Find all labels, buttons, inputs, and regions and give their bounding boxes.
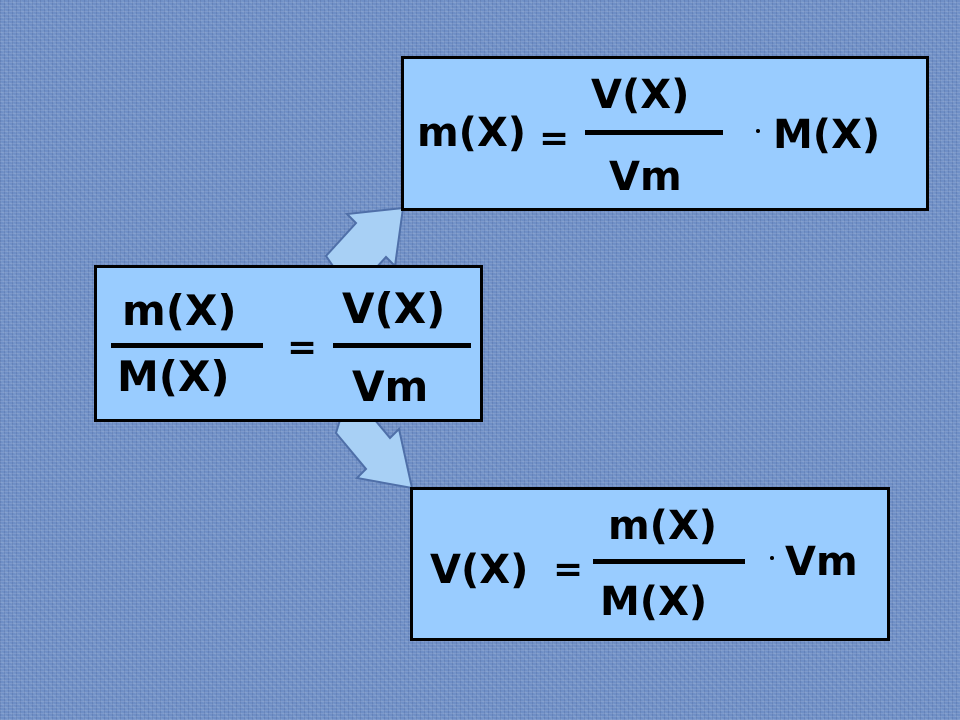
left-fraction-bar [111, 343, 263, 348]
right-denominator: Vm [352, 362, 429, 411]
fraction-numerator: m(X) [608, 503, 718, 549]
fraction-denominator: Vm [609, 154, 682, 200]
mass-symbol: m(X) [417, 110, 527, 156]
fraction-denominator: M(X) [600, 579, 708, 625]
left-denominator: M(X) [117, 352, 230, 401]
equals-sign: = [287, 327, 318, 368]
fraction-bar [585, 130, 723, 135]
formula-box-volume: V(X) = m(X) M(X) Vm [410, 487, 890, 641]
volume-symbol: V(X) [430, 547, 529, 593]
molar-mass-symbol: M(X) [773, 112, 881, 158]
right-fraction-bar [333, 343, 471, 348]
fraction-bar [593, 559, 745, 564]
formula-box-mass: m(X) = V(X) Vm M(X) [401, 56, 929, 211]
right-numerator: V(X) [342, 284, 446, 333]
equals-sign: = [553, 549, 584, 590]
left-numerator: m(X) [122, 286, 237, 335]
equals-sign: = [539, 118, 570, 159]
fraction-numerator: V(X) [591, 72, 690, 118]
multiplication-dot [756, 129, 760, 133]
multiplication-dot [770, 556, 774, 560]
molar-volume-symbol: Vm [785, 539, 858, 585]
formula-box-proportion: m(X) M(X) = V(X) Vm [94, 265, 483, 422]
